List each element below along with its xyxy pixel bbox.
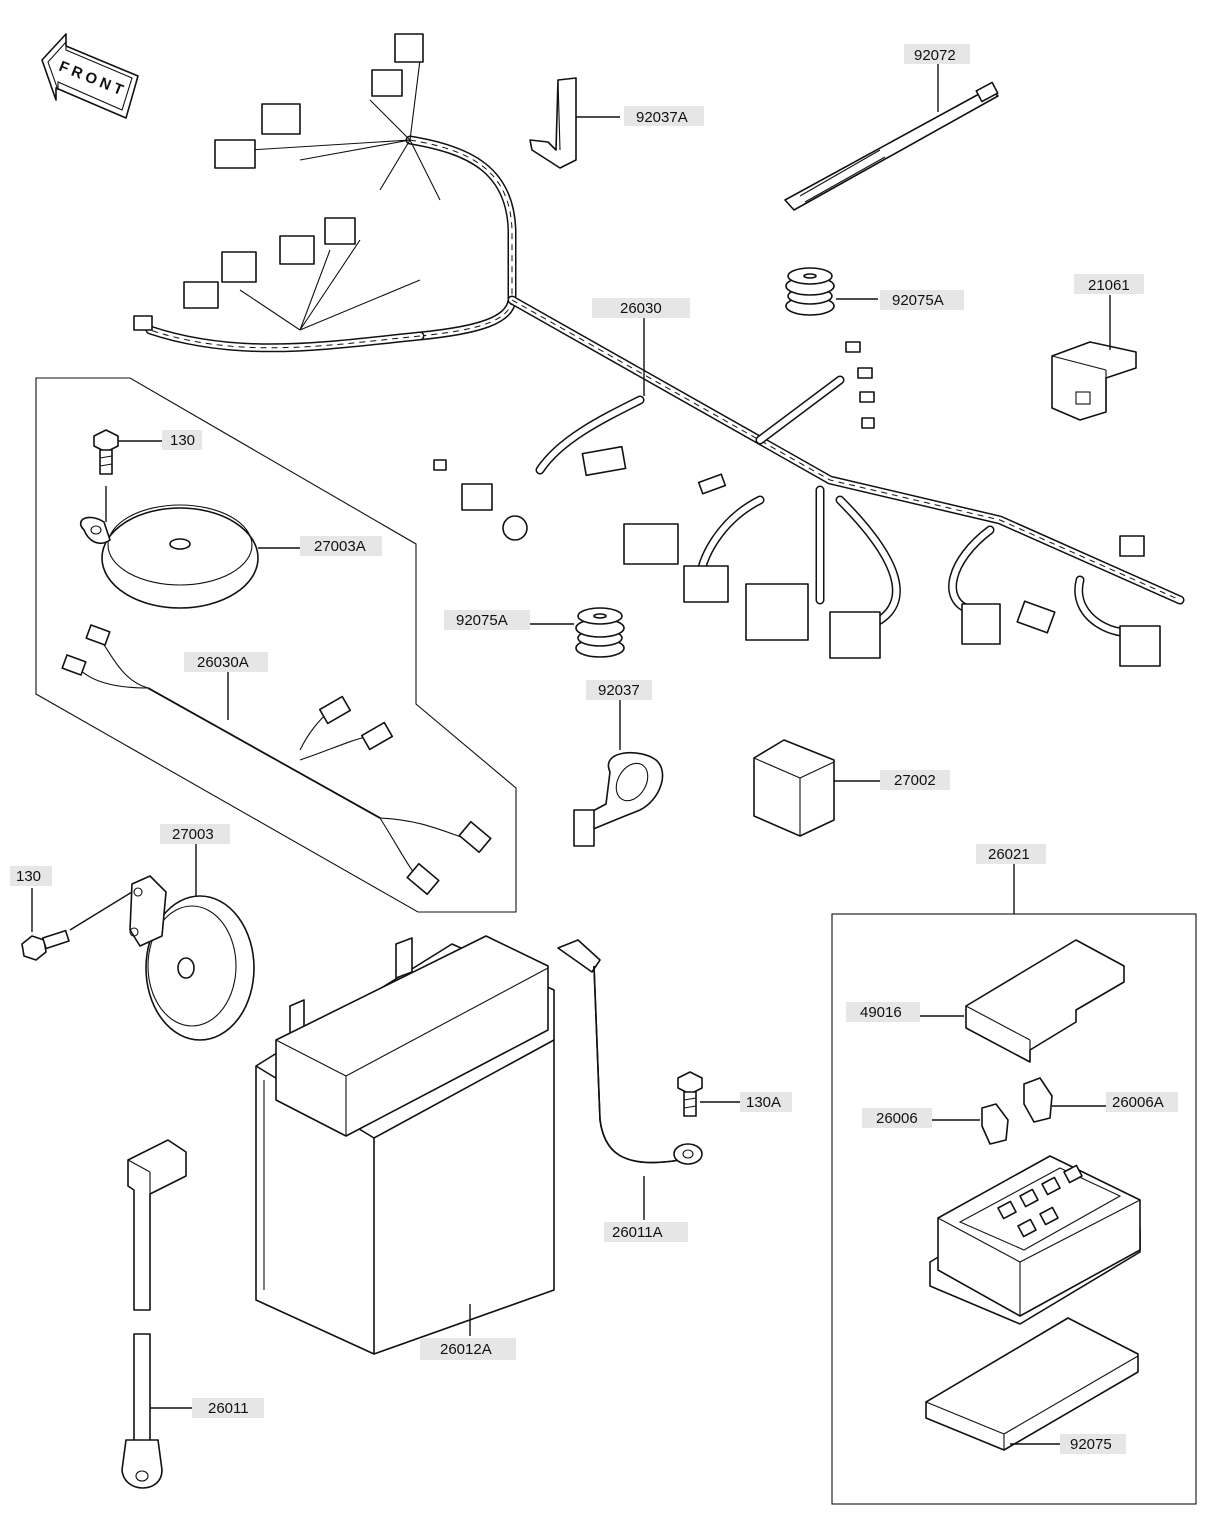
callout-130a-text: 130A [746,1094,781,1111]
callout-92037: 92037 [586,680,652,700]
horn-27003a [79,504,300,609]
battery-26012a [255,935,555,1355]
battery-cable-26011a [557,939,703,1220]
callout-92072: 92072 [904,44,970,64]
grommet-92075a-mid [530,607,625,658]
cable-tie-92072 [784,64,999,211]
callout-49016-text: 49016 [860,1004,902,1021]
battery-cable-26011 [121,1139,192,1489]
callout-27003a: 27003A [300,536,382,556]
callout-26011a: 26011A [604,1222,688,1242]
callout-130-top-text: 130 [170,432,195,449]
callout-92037a-text: 92037A [636,109,688,126]
callout-49016: 49016 [846,1002,920,1022]
horn-subassembly-outline [35,377,517,913]
front-arrow-icon: FRONT [41,33,139,119]
clamp-92037 [573,700,664,847]
fuse-26006a [1023,1077,1106,1123]
callout-21061-text: 21061 [1088,277,1130,294]
callout-27003: 27003 [160,824,230,844]
relay-27002 [753,739,880,837]
callout-26021-text: 26021 [988,846,1030,863]
callout-26030-text: 26030 [620,300,662,317]
fusebox-bottom-92075 [925,1317,1139,1451]
callout-26021: 26021 [976,844,1046,864]
callout-92075a-top-text: 92075A [892,292,944,309]
callout-130-left: 130 [10,866,52,886]
callout-26006a-text: 26006A [1112,1094,1164,1111]
callout-26011: 26011 [192,1398,264,1418]
callout-92075: 92075 [1060,1434,1126,1454]
callout-92037a: 92037A [624,106,704,126]
wire-harness-26030a [61,624,492,896]
callout-92075a-top: 92075A [880,290,964,310]
callout-92075a-mid: 92075A [444,610,530,630]
callout-21061: 21061 [1074,274,1144,294]
callout-26011-text: 26011 [208,1400,249,1417]
callout-26030a-text: 26030A [197,654,249,671]
callout-27002: 27002 [880,770,950,790]
callout-92072-text: 92072 [914,47,956,64]
callout-26011a-text: 26011A [612,1224,663,1241]
callout-26006-text: 26006 [876,1110,918,1127]
callout-130a: 130A [740,1092,792,1112]
callout-130-left-text: 130 [16,868,41,885]
bolt-130-top [93,429,162,522]
fusebox-body [929,1155,1141,1325]
callout-27003a-text: 27003A [314,538,366,555]
callout-26012a: 26012A [420,1338,516,1360]
relay-21061 [1051,295,1137,421]
callout-27002-text: 27002 [894,772,936,789]
callout-26030: 26030 [592,298,690,318]
callout-130-top: 130 [162,430,202,450]
callout-26012a-text: 26012A [440,1341,492,1358]
wire-bracket-92037a [529,77,620,169]
horn-27003 [69,844,255,1041]
wire-harness-26030 [133,33,1185,667]
fusebox-assembly-26021 [831,864,1197,1505]
callout-26030a: 26030A [184,652,268,672]
callout-92037-text: 92037 [598,682,640,699]
bolt-130-left [21,888,70,961]
fuse-26006 [932,1103,1009,1145]
grommet-92075a-top [785,267,878,316]
callout-92075-text: 92075 [1070,1436,1112,1453]
callout-26006: 26006 [862,1108,932,1128]
callout-26006a: 26006A [1106,1092,1178,1112]
fusebox-cover-49016 [920,939,1125,1063]
bolt-130a [677,1071,740,1117]
callout-27003-text: 27003 [172,826,214,843]
callout-92075a-mid-text: 92075A [456,612,508,629]
